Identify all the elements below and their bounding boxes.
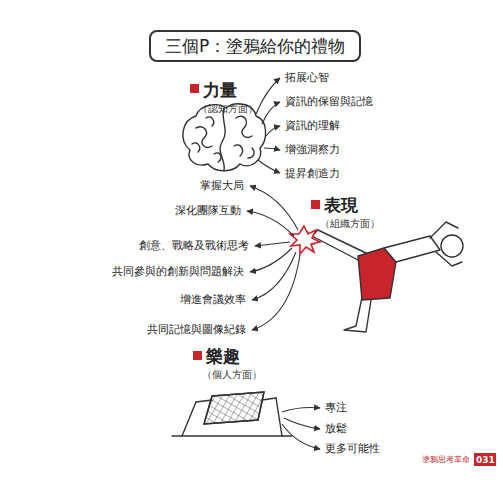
category-subtitle: （個人方面）: [202, 369, 262, 381]
heading-square: [190, 84, 199, 93]
benefit-item: 掌握大局: [200, 179, 244, 192]
kicking-figure: [304, 222, 463, 332]
title-box: 三個P：塗鴉給你的禮物: [149, 30, 361, 62]
benefit-item: 拓展心智: [285, 71, 329, 84]
impact-burst: [290, 226, 320, 254]
brain-drawing: [183, 104, 266, 171]
page-number-box: [474, 453, 496, 466]
benefit-item: 創意、戰略及戰術思考: [139, 239, 249, 252]
leader-arrows: [256, 78, 280, 173]
page-number: 031: [476, 455, 495, 466]
benefit-item: 放鬆: [325, 422, 347, 435]
category-subtitle: （組織方面）: [320, 218, 380, 230]
benefit-item: 深化團隊互動: [175, 204, 241, 217]
benefit-item: 專注: [325, 401, 347, 414]
hammock-drawing: [172, 392, 292, 436]
book-title: 塗鴉思考革命: [422, 455, 470, 465]
benefit-item: 提昇創造力: [285, 167, 340, 180]
benefit-item: 共同記憶與圖像紀錄: [147, 323, 246, 336]
heading-square: [193, 351, 202, 360]
benefit-item: 增強洞察力: [285, 143, 340, 156]
category-heading: 表現: [324, 195, 358, 215]
category-subtitle: （認知方面）: [198, 103, 258, 115]
category-heading: 力量: [203, 80, 237, 100]
category-heading: 樂趣: [206, 346, 240, 366]
benefit-item: 資訊的保留與記憶: [285, 95, 373, 108]
leader-arrows: [282, 408, 320, 450]
benefit-item: 共同參與的創新與問題解決: [112, 265, 244, 278]
benefit-item: 更多可能性: [325, 442, 380, 455]
benefit-item: 資訊的理解: [285, 119, 340, 132]
leader-arrows: [247, 186, 300, 330]
heading-square: [311, 200, 320, 209]
benefit-item: 增進會議效率: [180, 293, 246, 306]
